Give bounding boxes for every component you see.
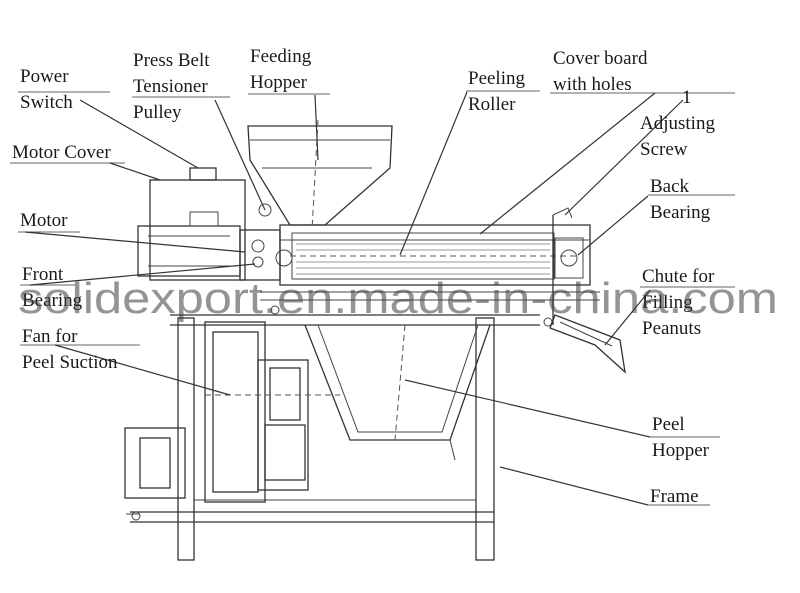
feeding-hopper-shape — [247, 119, 393, 231]
label-peel-hopper-line2: Hopper — [652, 440, 710, 461]
fan-assembly — [124, 321, 340, 503]
watermark-text: solidexport.en.made-in-china.com — [18, 274, 778, 323]
label-motor: Motor — [20, 210, 68, 231]
label-power-switch-line1: Power — [20, 66, 69, 87]
label-peeling-roller-line1: Peeling — [468, 68, 525, 89]
label-power-switch-line2: Switch — [20, 92, 73, 113]
peel-hopper-shape — [304, 324, 491, 461]
label-back-bearing-line1: Back — [650, 176, 690, 197]
label-chute-line2: Filling — [642, 292, 693, 313]
label-chute-line1: Chute for — [642, 266, 715, 287]
label-fan-line2: Peel Suction — [22, 352, 118, 373]
label-cover-board-line2: with holes — [553, 74, 632, 95]
label-frame: Frame — [650, 486, 699, 507]
label-motor-cover: Motor Cover — [12, 142, 111, 163]
label-fan-line1: Fan for — [22, 326, 78, 347]
label-press-belt-line3: Pulley — [133, 102, 182, 123]
peeling-roller-texture — [296, 243, 550, 275]
label-back-bearing-line2: Bearing — [650, 202, 711, 223]
leader-lines — [10, 90, 735, 506]
label-front-bearing-line1: Front — [22, 264, 64, 285]
frame-structure — [126, 314, 540, 561]
label-adjusting-screw-line1: Adjusting — [640, 113, 715, 134]
labels: Power Switch Press Belt Tensioner Pulley… — [12, 46, 715, 507]
label-feeding-hopper-line2: Hopper — [250, 72, 308, 93]
motor-assembly — [137, 167, 281, 315]
label-press-belt-line2: Tensioner — [133, 76, 208, 97]
label-peel-hopper-line1: Peel — [652, 414, 685, 435]
roller-housing — [260, 224, 600, 301]
chute-shape — [549, 314, 626, 374]
machine-drawing — [124, 119, 626, 561]
label-feeding-hopper-line1: Feeding — [250, 46, 312, 67]
label-front-bearing-line2: Bearing — [22, 290, 83, 311]
label-chute-line3: Peanuts — [642, 318, 701, 339]
label-press-belt-line1: Press Belt — [133, 50, 210, 71]
label-cover-board-line1: Cover board — [553, 48, 648, 69]
label-adjusting-screw-number: 1 — [682, 87, 692, 108]
label-peeling-roller-line2: Roller — [468, 94, 516, 115]
label-adjusting-screw-line2: Screw — [640, 139, 688, 160]
